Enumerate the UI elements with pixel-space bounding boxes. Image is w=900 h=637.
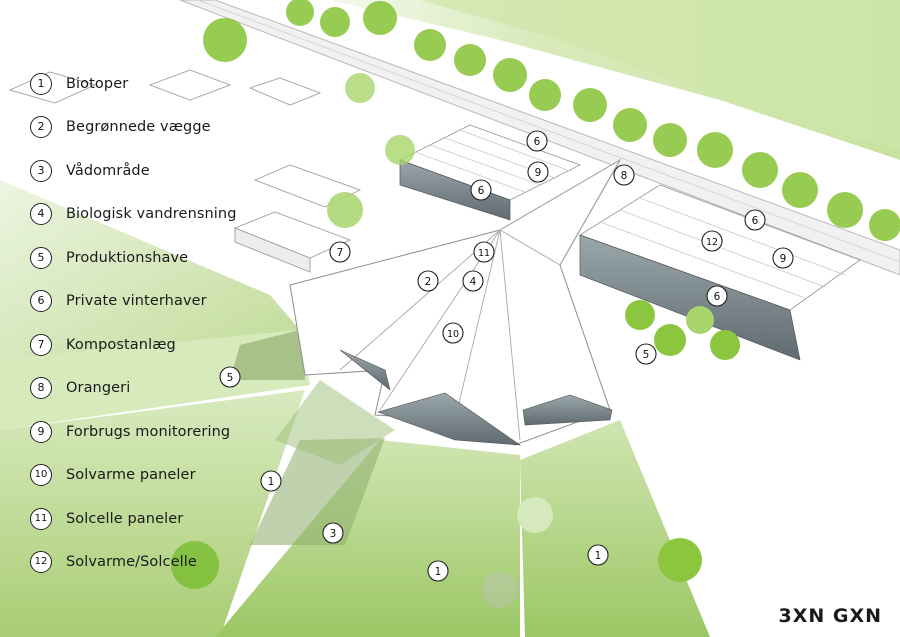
map-marker-label: 6 [478, 185, 485, 197]
map-marker-label: 9 [780, 253, 787, 265]
map-marker: 1 [427, 560, 449, 582]
forest-area [330, 0, 900, 160]
map-marker: 6 [706, 285, 728, 307]
main-building [289, 158, 622, 446]
legend-label: Begrønnede vægge [66, 119, 211, 136]
legend-label: Orangeri [66, 380, 131, 397]
map-marker: 5 [219, 366, 241, 388]
legend-label: Solcelle paneler [66, 510, 184, 527]
map-marker: 6 [744, 209, 766, 231]
neighbour-houses [8, 69, 362, 273]
map-marker-label: 5 [227, 372, 234, 384]
legend-number-badge: 5 [30, 246, 52, 269]
legend-number-badge: 12 [30, 551, 52, 574]
legend-label: Forbrugs monitorering [66, 423, 231, 440]
map-marker-label: 11 [478, 248, 490, 259]
legend-number-badge: 1 [30, 72, 52, 95]
map-marker-label: 1 [435, 566, 442, 578]
map-marker: 2 [417, 270, 439, 292]
legend-item: 6 Private vinterhaver [30, 280, 270, 324]
map-marker-label: 7 [337, 247, 344, 259]
brand-logo: 3XN GXN [778, 605, 882, 627]
legend-number-badge: 7 [30, 333, 52, 356]
legend-item: 2 Begrønnede vægge [30, 106, 270, 150]
legend: 1 Biotoper 2 Begrønnede vægge 3 Vådområde 4 Bio… [30, 62, 270, 584]
map-marker-label: 2 [425, 276, 432, 288]
map-marker: 9 [527, 161, 549, 183]
legend-label: Produktionshave [66, 249, 189, 266]
legend-label: Solvarme/Solcelle [66, 554, 197, 571]
legend-item: 7 Kompostanlæg [30, 323, 270, 367]
map-marker-label: 12 [706, 237, 718, 248]
map-marker-label: 8 [621, 170, 628, 182]
legend-number-badge: 6 [30, 290, 52, 313]
map-marker-label: 4 [470, 276, 477, 288]
map-marker-label: 6 [752, 215, 759, 227]
map-marker-label: 5 [643, 349, 650, 361]
map-marker-label: 10 [447, 329, 459, 340]
map-marker: 6 [526, 130, 548, 152]
legend-item: 11 Solcelle paneler [30, 497, 270, 541]
legend-item: 10 Solvarme paneler [30, 454, 270, 498]
map-marker: 9 [772, 247, 794, 269]
legend-label: Biotoper [66, 75, 129, 92]
legend-item: 12 Solvarme/Solcelle [30, 541, 270, 585]
map-marker: 6 [470, 179, 492, 201]
legend-number-badge: 11 [30, 507, 52, 530]
legend-number-badge: 2 [30, 116, 52, 139]
map-marker-label: 1 [268, 476, 275, 488]
map-marker-label: 6 [534, 136, 541, 148]
legend-item: 9 Forbrugs monitorering [30, 410, 270, 454]
map-marker: 5 [635, 343, 657, 365]
map-marker: 12 [701, 230, 723, 252]
map-marker: 3 [322, 522, 344, 544]
legend-label: Vådområde [66, 162, 150, 179]
legend-label: Solvarme paneler [66, 467, 196, 484]
fields [0, 180, 710, 637]
map-marker-label: 9 [535, 167, 542, 179]
map-marker: 4 [462, 270, 484, 292]
legend-number-badge: 4 [30, 203, 52, 226]
legend-item: 3 Vådområde [30, 149, 270, 193]
legend-label: Biologisk vandrensning [66, 206, 237, 223]
map-marker: 7 [329, 241, 351, 263]
legend-number-badge: 3 [30, 159, 52, 182]
map-marker: 1 [587, 544, 609, 566]
map-marker: 8 [613, 164, 635, 186]
map-marker-label: 3 [330, 528, 337, 540]
legend-number-badge: 8 [30, 377, 52, 400]
trees [171, 18, 740, 608]
tree-row [286, 0, 900, 241]
legend-label: Kompostanlæg [66, 336, 176, 353]
map-marker-label: 1 [595, 550, 602, 562]
legend-item: 1 Biotoper [30, 62, 270, 106]
map-marker: 1 [260, 470, 282, 492]
legend-item: 4 Biologisk vandrensning [30, 193, 270, 237]
map-marker: 10 [442, 322, 464, 344]
legend-item: 8 Orangeri [30, 367, 270, 411]
map-marker: 11 [473, 241, 495, 263]
legend-number-badge: 9 [30, 420, 52, 443]
legend-item: 5 Produktionshave [30, 236, 270, 280]
legend-number-badge: 10 [30, 464, 52, 487]
legend-label: Private vinterhaver [66, 293, 207, 310]
map-marker-label: 6 [714, 291, 721, 303]
